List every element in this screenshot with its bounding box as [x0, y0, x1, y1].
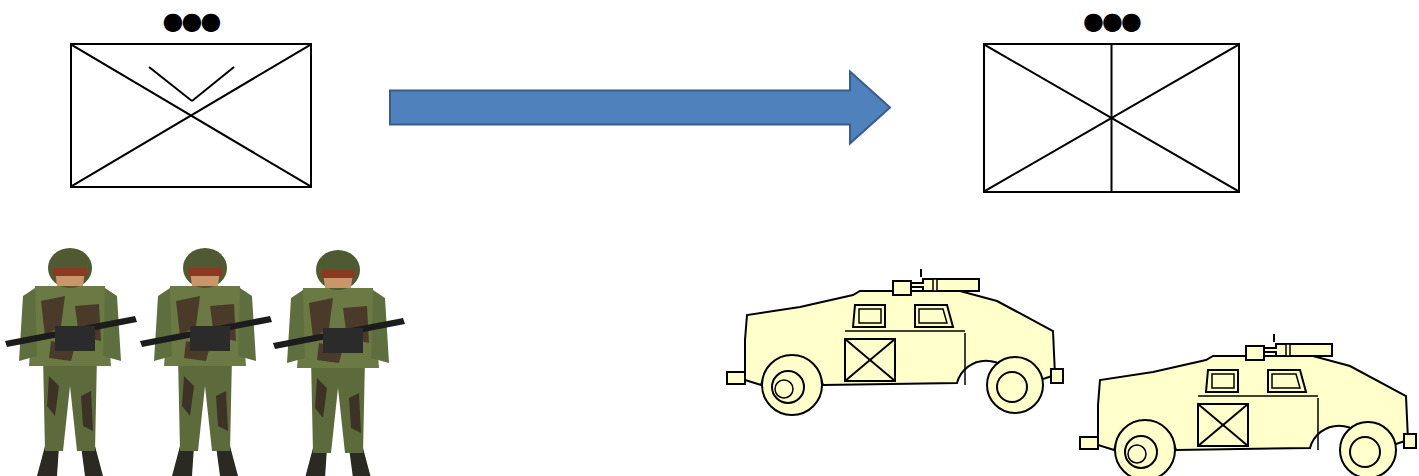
symbol-line [985, 45, 1238, 191]
symbol-line [72, 45, 310, 186]
soldier-figure [140, 248, 272, 476]
unit-symbol: ●●● [983, 43, 1240, 193]
symbol-line [149, 67, 192, 101]
symbol-line [192, 67, 234, 101]
symbol-line [985, 45, 1238, 191]
humvee-vehicle [1080, 334, 1416, 476]
echelon-mark: ●●● [72, 7, 310, 35]
unit-glyph [985, 45, 1238, 191]
soldier-figure [5, 248, 137, 476]
unit-glyph [72, 45, 310, 186]
symbol-line [72, 45, 310, 186]
echelon-mark: ●●● [985, 7, 1238, 35]
unit-symbol: ●●● [70, 43, 312, 188]
symbol-line [1111, 45, 1113, 191]
humvee-vehicle [727, 269, 1063, 415]
soldier-figure [273, 250, 405, 476]
block-arrow [390, 72, 890, 144]
